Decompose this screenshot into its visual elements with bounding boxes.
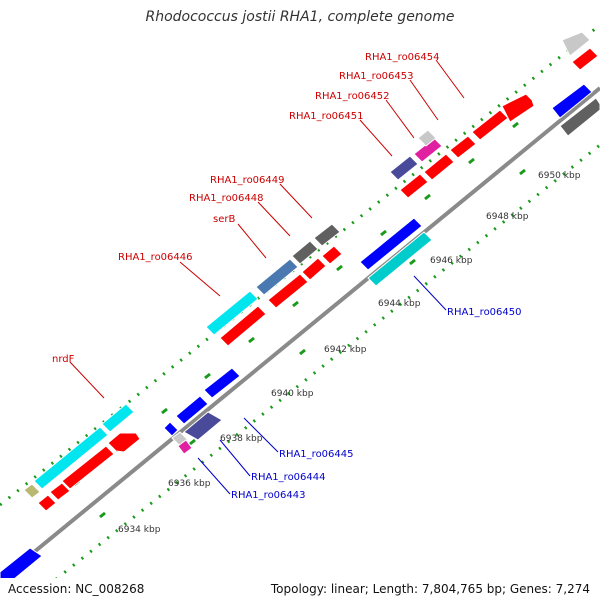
gene-label-RHA1_ro06450: RHA1_ro06450 bbox=[447, 307, 522, 318]
scale-label-6938: 6938 kbp bbox=[220, 434, 263, 444]
gene-forward-red[interactable] bbox=[423, 153, 455, 181]
leader-line bbox=[237, 223, 267, 259]
gene-label-serB: serB bbox=[213, 214, 235, 225]
reverse-genes[interactable] bbox=[0, 83, 600, 585]
genome-backbone bbox=[0, 86, 600, 582]
gene-forward-red[interactable] bbox=[301, 257, 327, 281]
leader-line bbox=[69, 361, 105, 399]
leader-line bbox=[257, 201, 291, 237]
gene-forward-red[interactable] bbox=[219, 305, 267, 347]
major-ticks bbox=[73, 121, 526, 519]
gene-forward-red[interactable] bbox=[321, 245, 343, 265]
status-footer: Accession: NC_008268 Topology: linear; L… bbox=[0, 578, 600, 600]
leader-line bbox=[385, 99, 415, 139]
gene-reverse-blue[interactable] bbox=[551, 83, 593, 119]
gene-reverse-blue[interactable] bbox=[175, 395, 209, 425]
gene-forward-gray[interactable] bbox=[313, 223, 341, 247]
gene-forward-red[interactable] bbox=[501, 93, 535, 123]
genome-title: Rhodococcus jostii RHA1, complete genome bbox=[145, 9, 455, 25]
gene-forward-slate[interactable] bbox=[389, 155, 419, 181]
gene-forward-red[interactable] bbox=[37, 494, 57, 512]
forward-gene-labels: nrdF RHA1_ro06446 serB RHA1_ro06448 RHA1… bbox=[52, 52, 465, 399]
gene-label-nrdF: nrdF bbox=[52, 354, 75, 365]
gene-reverse-teal[interactable] bbox=[367, 231, 433, 287]
scale-labels: 6934 kbp 6936 kbp 6938 kbp 6940 kbp 6942… bbox=[118, 171, 581, 535]
upper-tick-track bbox=[0, 23, 600, 507]
scale-label-6944: 6944 kbp bbox=[378, 299, 421, 309]
gene-forward-steel[interactable] bbox=[255, 258, 299, 296]
gene-label-RHA1_ro06451: RHA1_ro06451 bbox=[289, 111, 364, 122]
gene-label-RHA1_ro06453: RHA1_ro06453 bbox=[339, 71, 414, 82]
leader-line bbox=[279, 183, 313, 219]
gene-label-RHA1_ro06448: RHA1_ro06448 bbox=[189, 193, 264, 204]
gene-label-RHA1_ro06446: RHA1_ro06446 bbox=[118, 252, 193, 263]
accession-text: Accession: NC_008268 bbox=[8, 582, 145, 596]
leader-line bbox=[435, 59, 465, 99]
gene-reverse-magenta[interactable] bbox=[177, 439, 193, 455]
gene-forward-olive[interactable] bbox=[23, 483, 41, 499]
scale-label-6942: 6942 kbp bbox=[324, 345, 367, 355]
scale-label-6934: 6934 kbp bbox=[118, 525, 161, 535]
gene-reverse-slate[interactable] bbox=[183, 411, 223, 441]
gene-label-RHA1_ro06444: RHA1_ro06444 bbox=[251, 472, 326, 483]
gene-forward-red[interactable] bbox=[267, 273, 309, 309]
gene-label-RHA1_ro06454: RHA1_ro06454 bbox=[365, 52, 440, 63]
gene-forward-cyan[interactable] bbox=[33, 426, 109, 490]
gene-forward-lightgray[interactable] bbox=[561, 31, 591, 57]
gene-forward-cyan[interactable] bbox=[205, 290, 259, 336]
gene-forward-red[interactable] bbox=[61, 445, 115, 490]
gene-forward-red[interactable] bbox=[471, 109, 509, 141]
gene-reverse-blue[interactable] bbox=[0, 547, 43, 585]
gene-reverse-blue[interactable] bbox=[359, 217, 423, 271]
gene-label-RHA1_ro06449: RHA1_ro06449 bbox=[210, 175, 285, 186]
gene-forward-red[interactable] bbox=[107, 432, 141, 453]
gene-forward-gray[interactable] bbox=[291, 240, 319, 265]
leader-line bbox=[413, 275, 447, 311]
scale-label-6936: 6936 kbp bbox=[168, 479, 211, 489]
scale-label-6946: 6946 kbp bbox=[430, 256, 473, 266]
forward-genes[interactable] bbox=[23, 31, 599, 512]
leader-line bbox=[219, 439, 251, 477]
leader-line bbox=[197, 457, 231, 495]
gene-label-RHA1_ro06443: RHA1_ro06443 bbox=[231, 490, 306, 501]
gene-forward-red[interactable] bbox=[571, 47, 599, 71]
gene-label-RHA1_ro06452: RHA1_ro06452 bbox=[315, 91, 390, 102]
gene-reverse-blue[interactable] bbox=[163, 421, 179, 437]
scale-label-6948: 6948 kbp bbox=[486, 212, 529, 222]
scale-label-6950: 6950 kbp bbox=[538, 171, 581, 181]
scale-label-6940: 6940 kbp bbox=[271, 389, 314, 399]
leader-line bbox=[243, 417, 279, 453]
gene-forward-red[interactable] bbox=[49, 482, 71, 501]
lower-tick-track bbox=[29, 143, 600, 600]
leader-line bbox=[179, 261, 221, 297]
gene-forward-cyan[interactable] bbox=[101, 403, 135, 433]
gene-forward-red[interactable] bbox=[449, 135, 477, 159]
leader-line bbox=[359, 119, 393, 157]
reverse-gene-labels: RHA1_ro06443 RHA1_ro06444 RHA1_ro06445 R… bbox=[197, 275, 522, 501]
gene-reverse-blue[interactable] bbox=[203, 367, 241, 399]
leader-line bbox=[409, 79, 439, 121]
gene-label-RHA1_ro06445: RHA1_ro06445 bbox=[279, 449, 354, 460]
gene-forward-red[interactable] bbox=[399, 173, 429, 199]
gene-forward-lightgray[interactable] bbox=[417, 129, 437, 147]
topology-text: Topology: linear; Length: 7,804,765 bp; … bbox=[270, 582, 590, 596]
gene-reverse-gray[interactable] bbox=[559, 97, 600, 137]
